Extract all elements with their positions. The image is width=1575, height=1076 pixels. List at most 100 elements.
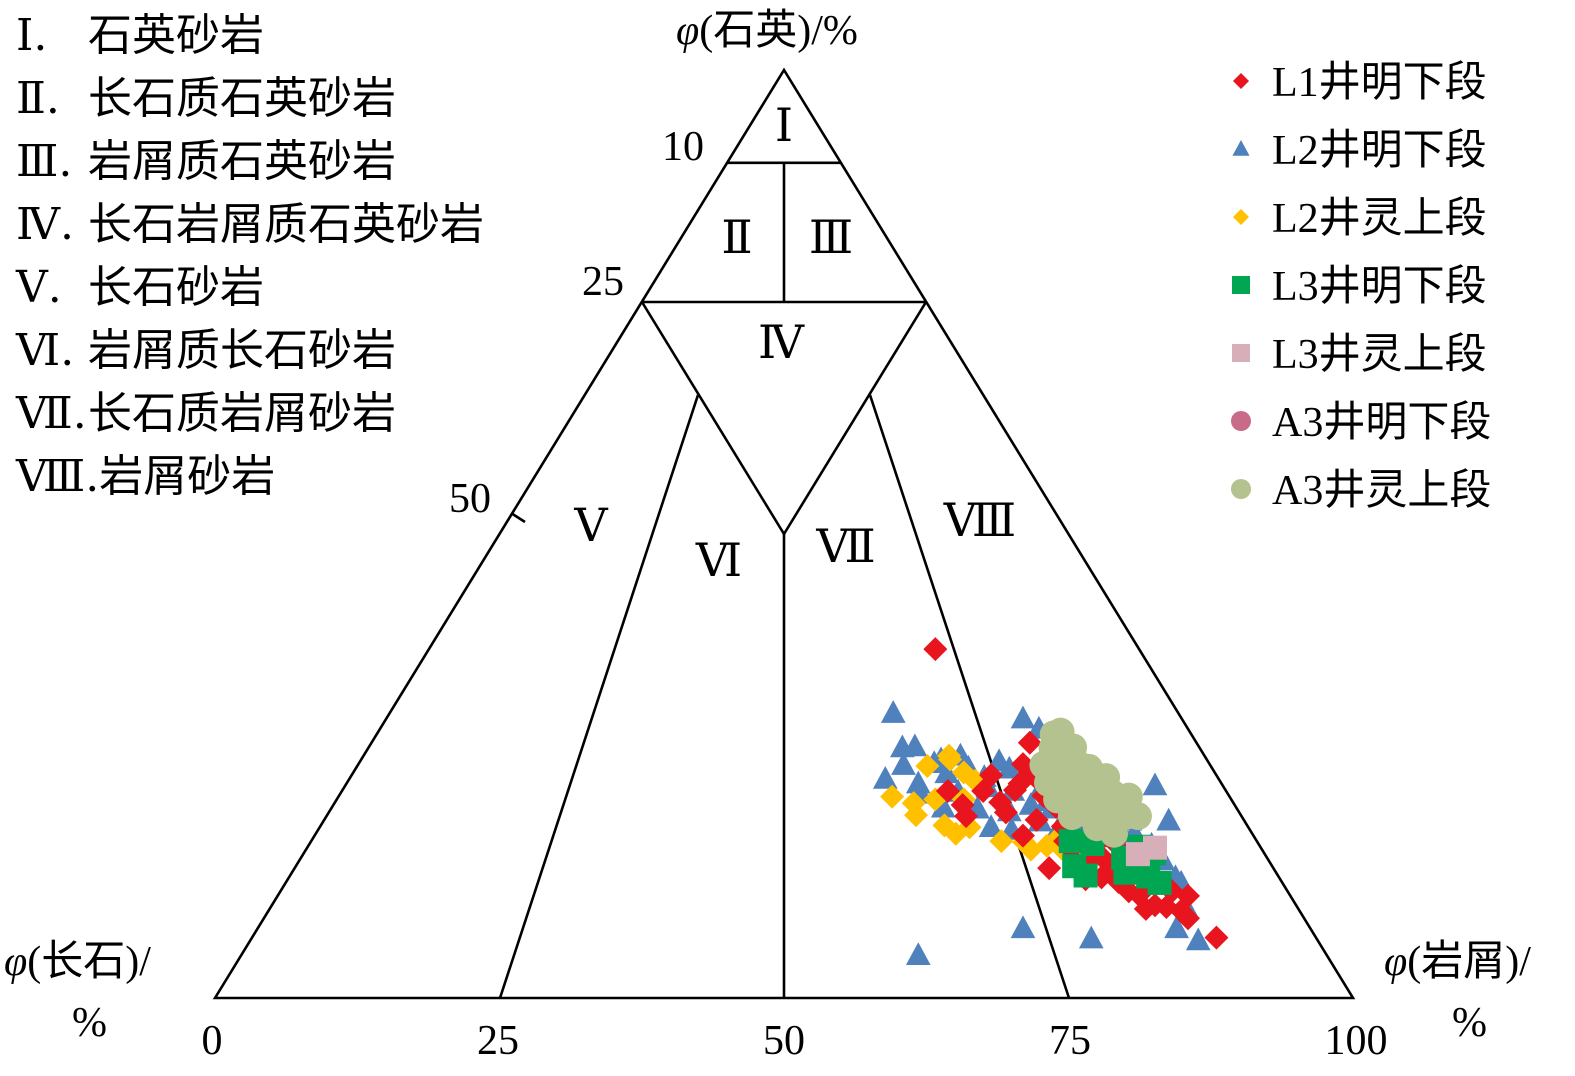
classification-name: 长石砂岩 [88,262,264,313]
left-axis-ticks: 10 25 50 [449,124,704,522]
data-point [1175,906,1200,931]
data-point [978,814,1004,837]
boundary-VII-VIII [868,394,1071,999]
legend-label: L1井明下段 [1272,60,1487,106]
data-point [996,755,1022,779]
data-point [1074,753,1103,782]
region-label-II: Ⅱ [721,212,752,263]
data-point [988,790,1013,815]
legend-marker-shape [1232,276,1250,294]
data-point [1142,835,1167,860]
region-label-I: Ⅰ [775,100,793,151]
legend-label: A3井明下段 [1272,400,1492,446]
classification-number: Ⅴ. [16,262,62,313]
data-points [872,637,1229,966]
data-point [1147,870,1172,895]
legend-marker [1222,184,1260,252]
boundary-IV-right [782,301,928,535]
classification-number: Ⅷ. [16,451,100,502]
legend: L1井明下段 L2井明下段 L2井灵上段 L3井明下段 L3井灵上段 A3井明下… [1222,48,1491,524]
data-point [891,752,916,775]
legend-marker-symbol [1232,140,1250,156]
boundary-V-VI [498,394,700,999]
data-point [1010,823,1035,848]
region-label-IV: Ⅳ [758,317,805,368]
bottom-tick-label: 100 [1325,1018,1388,1064]
data-point [1133,896,1158,921]
legend-label: A3井灵上段 [1272,468,1492,514]
data-point [923,637,948,662]
classification-name: 岩屑质长石砂岩 [88,325,396,376]
data-point [1017,730,1042,755]
left-tick-label: 10 [662,124,704,170]
legend-marker-shape [1233,209,1249,225]
data-point [1204,925,1229,950]
classification-item: Ⅳ.长石岩屑质石英砂岩 [16,193,484,256]
data-point [905,770,931,794]
classification-item: Ⅶ.长石质岩屑砂岩 [16,382,484,445]
data-point [1039,720,1068,749]
legend-marker-shape [1232,344,1250,362]
legend-marker-shape [1233,73,1249,89]
bottom-axis-ticks: 0 25 50 75 100 [202,1018,1388,1064]
classification-name: 长石质石英砂岩 [88,73,396,124]
data-point [1024,807,1049,832]
legend-marker [1222,388,1260,456]
classification-number: Ⅱ. [16,73,60,124]
classification-item: Ⅴ. 长石砂岩 [16,256,484,319]
legend-marker [1222,320,1260,388]
legend-marker-shape [1231,479,1251,499]
data-point [904,803,929,828]
legend-marker-symbol [1231,479,1251,499]
legend-label: L3井灵上段 [1272,332,1487,378]
classification-item: Ⅵ.岩屑质长石砂岩 [16,319,484,382]
region-labels: Ⅰ Ⅱ Ⅲ Ⅳ Ⅴ Ⅵ Ⅶ Ⅷ [573,100,1016,586]
data-point [872,765,898,789]
data-point [1123,802,1152,831]
bottom-tick-label: 0 [202,1018,223,1064]
quartz-axis-label: φ(石英)/% [676,8,858,54]
classification-list: Ⅰ.石英砂岩 Ⅱ. 长石质石英砂岩 Ⅲ. 岩屑质石英砂岩 Ⅳ.长石岩屑质石英砂岩 Ⅴ… [16,4,484,508]
data-point [902,733,928,757]
data-point [1007,771,1032,796]
legend-item: A3井灵上段 [1222,456,1491,524]
region-label-V: Ⅴ [573,500,608,551]
data-point [880,784,905,809]
legend-marker [1222,116,1260,184]
classification-number: Ⅲ. [16,136,73,187]
legend-item: L2井明下段 [1222,116,1491,184]
data-point [1156,807,1181,831]
legend-item: L3井灵上段 [1222,320,1491,388]
legend-marker-symbol [1232,276,1250,294]
data-point [1100,819,1129,848]
left-tick-label: 50 [449,476,491,522]
classification-number: Ⅰ. [16,10,48,61]
data-point [905,942,931,966]
data-point [880,700,906,723]
data-point [950,792,975,817]
legend-marker-shape [1231,411,1251,431]
legend-marker [1222,252,1260,320]
legend-marker-symbol [1231,411,1251,431]
data-point [979,763,1004,788]
data-point [934,760,960,784]
bottom-tick-label: 75 [1049,1018,1091,1064]
legend-item: L3井明下段 [1222,252,1491,320]
classification-name: 岩屑质石英砂岩 [88,136,396,187]
feldspar-axis-label: φ(长石)/ [4,939,151,985]
data-point [1037,856,1062,881]
classification-item: Ⅲ. 岩屑质石英砂岩 [16,130,484,193]
left-axis-tick-50 [510,511,526,524]
feldspar-axis-unit: % [72,1000,107,1046]
legend-item: L2井灵上段 [1222,184,1491,252]
region-label-III: Ⅲ [809,212,853,263]
data-point [1175,883,1200,908]
legend-marker-symbol [1233,209,1249,225]
data-point [951,760,976,785]
legend-item: A3井明下段 [1222,388,1491,456]
data-point [1164,915,1189,939]
data-point [1142,772,1168,796]
classification-item: Ⅰ.石英砂岩 [16,4,484,67]
boundary-IV-left [640,301,786,535]
